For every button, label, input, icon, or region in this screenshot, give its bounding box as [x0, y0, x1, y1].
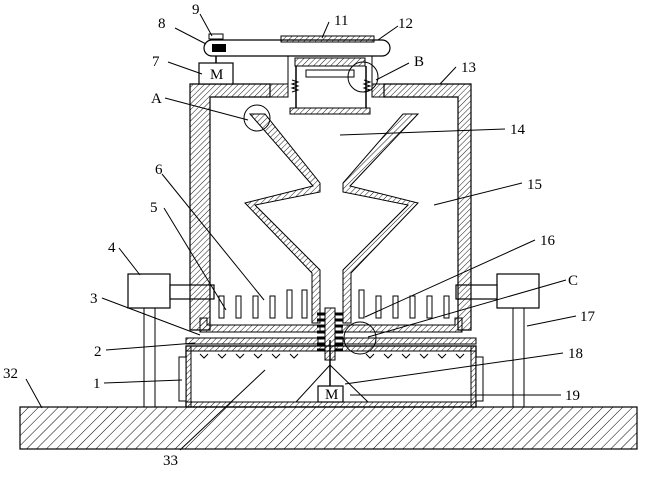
label-4: 4	[108, 240, 116, 256]
label-32: 32	[3, 366, 18, 382]
top-drive: M	[198, 33, 391, 108]
right-sensor-box	[496, 273, 540, 309]
label-15: 15	[527, 177, 542, 193]
label-5: 5	[150, 200, 158, 216]
left-sensor-box	[127, 273, 171, 309]
detail-circle-C	[343, 321, 377, 355]
label-8: 8	[158, 16, 166, 32]
label-A: A	[151, 91, 162, 107]
label-3: 3	[90, 291, 98, 307]
plates	[185, 337, 477, 345]
label-12: 12	[398, 16, 413, 32]
label-33: 33	[163, 453, 178, 469]
label-6: 6	[155, 162, 163, 178]
label-9: 9	[192, 2, 200, 18]
reference-labels: 9 8 7 11 12 13 B A 14 15 6 5 16 4 C 3 17…	[3, 2, 596, 469]
label-16: 16	[540, 233, 556, 249]
label-7: 7	[152, 54, 160, 70]
detail-circle-A	[243, 104, 271, 132]
comb-teeth	[218, 289, 450, 319]
label-13: 13	[461, 60, 476, 76]
label-B: B	[414, 54, 424, 70]
label-14: 14	[510, 122, 526, 138]
bottom-motor-mark: M	[325, 387, 338, 403]
label-19: 19	[565, 388, 580, 404]
label-2: 2	[94, 344, 102, 360]
detail-circle-B	[347, 61, 379, 93]
label-C: C	[568, 273, 578, 289]
ground-base	[19, 406, 638, 450]
top-motor-mark: M	[210, 67, 223, 83]
stirring-shaft	[317, 307, 343, 361]
label-17: 17	[580, 309, 596, 325]
label-11: 11	[334, 13, 348, 29]
label-1: 1	[93, 376, 101, 392]
housing	[189, 83, 472, 333]
label-18: 18	[568, 346, 583, 362]
leader-lines	[25, 13, 577, 451]
right-support	[455, 273, 540, 407]
hopper	[244, 107, 420, 324]
